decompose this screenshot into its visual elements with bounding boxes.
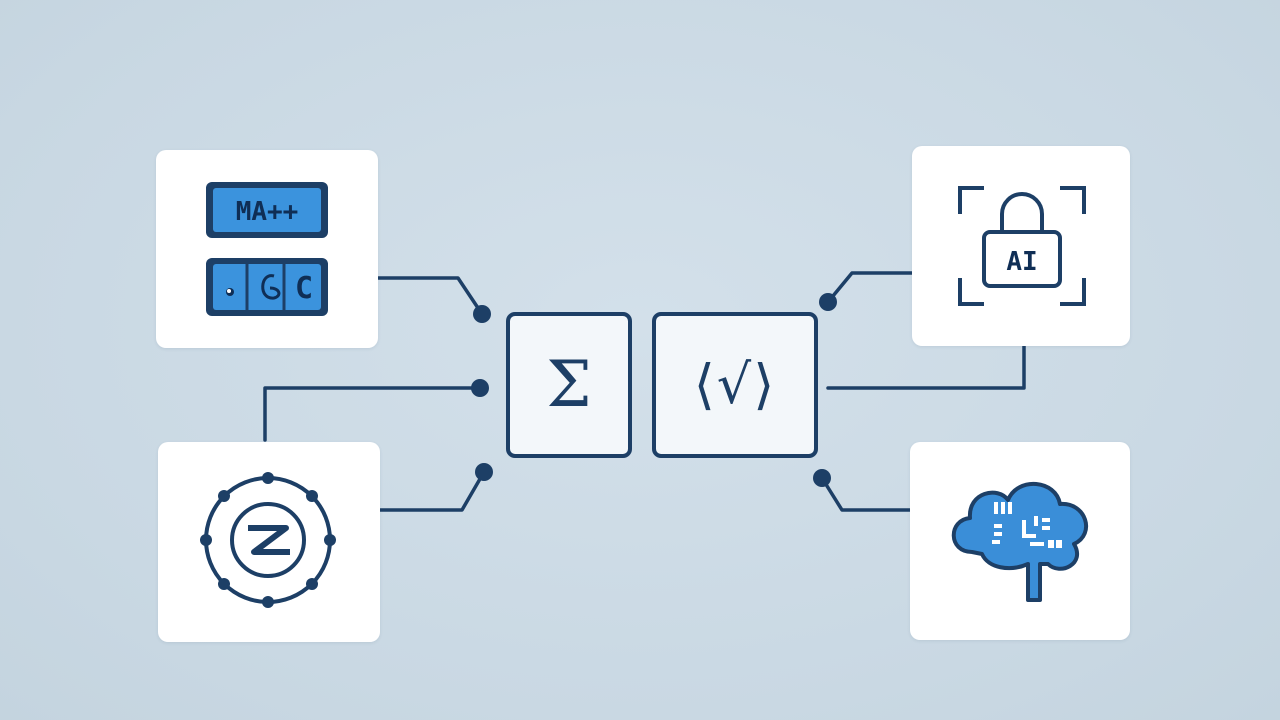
code-symbol: ⟨√⟩ [693, 353, 777, 416]
connector-bottom-left [378, 470, 486, 512]
ai-security-card: AI [912, 146, 1130, 346]
connector-mid-right [826, 344, 1026, 390]
code-languages-card: MA++ C [156, 150, 378, 348]
connector-dot [475, 463, 493, 481]
code-box: ⟨√⟩ [652, 312, 818, 458]
circuit-ring-icon [200, 472, 336, 608]
sigma-symbol: Σ [546, 348, 592, 422]
lock-icon [958, 186, 1086, 306]
connector-dot [813, 469, 831, 487]
connector-dot [473, 305, 491, 323]
connector-bottom-right [820, 476, 914, 512]
connector-mid-left [263, 386, 482, 442]
cloud-brain-icon [951, 482, 1089, 602]
circuit-ring-card [158, 442, 380, 642]
sigma-box: Σ [506, 312, 632, 458]
cloud-data-card [910, 442, 1130, 640]
connector-top-right [826, 271, 914, 304]
connector-top-left [376, 276, 484, 316]
connector-dot [819, 293, 837, 311]
connector-dot [471, 379, 489, 397]
